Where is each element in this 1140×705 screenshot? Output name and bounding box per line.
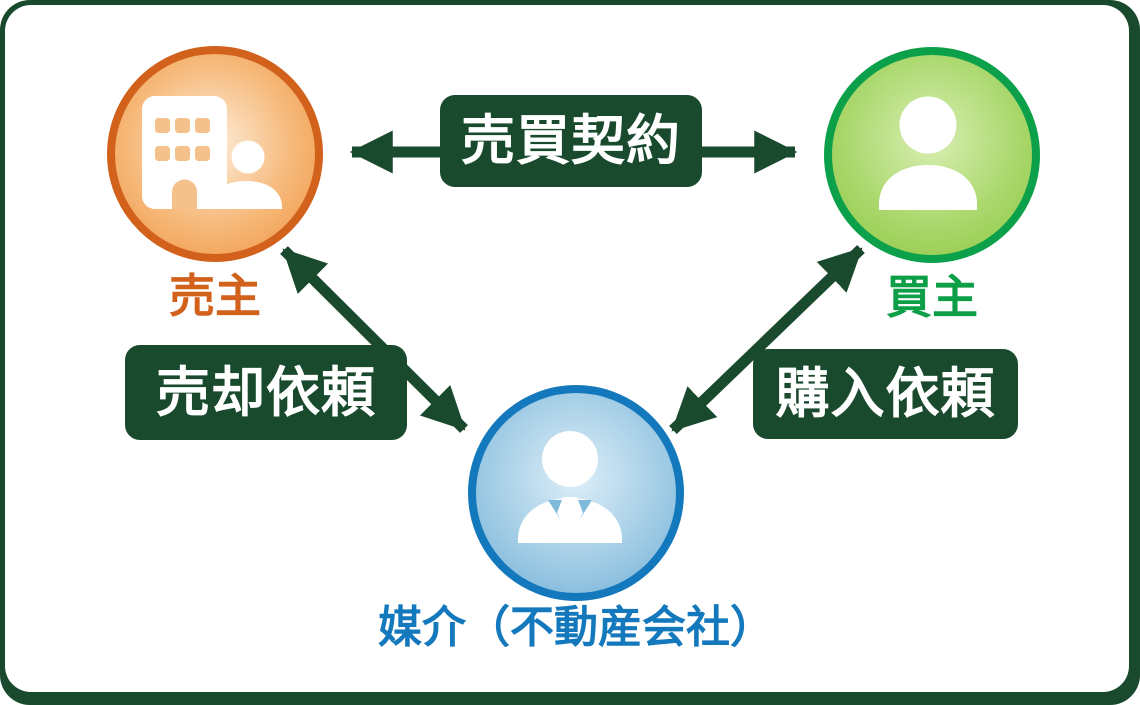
node-seller-circle <box>107 46 323 262</box>
business-person-icon <box>518 431 622 543</box>
building-person-icon <box>142 96 282 209</box>
node-seller-label: 売主 <box>169 270 261 322</box>
node-buyer-label: 買主 <box>886 271 978 323</box>
edge-buy-request-arrow <box>669 245 865 434</box>
node-agent-label: 媒介（不動産会社） <box>378 603 774 652</box>
node-agent-circle <box>468 385 684 601</box>
edge-label-sales-contract: 売買契約 <box>440 95 702 187</box>
person-icon <box>879 96 977 210</box>
edge-sell-request-arrow <box>280 246 468 433</box>
edge-label-sell-request: 売却依頼 <box>125 345 407 440</box>
edge-label-buy-request: 購入依頼 <box>753 349 1018 439</box>
node-buyer-circle <box>824 47 1040 263</box>
